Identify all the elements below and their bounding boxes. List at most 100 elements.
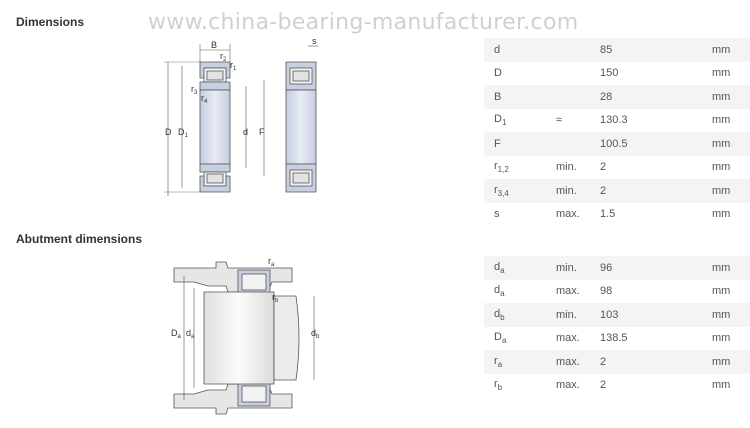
qualifier-cell: max. <box>556 350 600 374</box>
symbol-cell: Da <box>484 327 556 351</box>
value-cell: 100.5 <box>600 132 712 156</box>
table-row: D1 ≈130.3 mm <box>484 109 750 133</box>
symbol-subscript: 3,4 <box>497 188 509 198</box>
symbol-text: D <box>494 113 502 126</box>
unit-cell: mm <box>712 67 731 80</box>
symbol-cell: D <box>484 62 556 86</box>
symbol-subscript: b <box>500 312 505 322</box>
symbol-cell: d <box>484 38 556 62</box>
value-cell: 96 <box>600 256 712 280</box>
value-cell: 28 <box>600 85 712 109</box>
symbol-text: d <box>494 307 501 320</box>
qualifier-cell: max. <box>556 208 580 221</box>
unit-cell: mm <box>712 114 731 127</box>
qualifier-cell: max. <box>556 332 580 345</box>
qualifier-cell: min. <box>556 256 600 280</box>
qualifier-cell <box>556 38 600 62</box>
symbol-text: r <box>494 160 498 173</box>
symbol-subscript: a <box>500 265 505 275</box>
table-row: D 150 mm <box>484 62 750 86</box>
qualifier-cell <box>556 62 600 86</box>
unit-cell: mm <box>712 350 750 374</box>
symbol-subscript: a <box>497 359 503 369</box>
value-cell: 2 <box>600 161 607 174</box>
label-D: D <box>165 127 172 137</box>
unit-cell: mm <box>712 303 750 327</box>
label-Da: Da <box>171 328 182 340</box>
unit-cell: mm <box>712 132 750 156</box>
symbol-cell: r1,2 <box>484 156 556 180</box>
value-cell: 138.5 <box>600 332 628 345</box>
qualifier-cell: ≈ <box>556 114 563 127</box>
abutment-title: Abutment dimensions <box>16 232 143 246</box>
value-cell: 130.3 <box>600 114 628 127</box>
label-r4: r4 <box>201 93 208 105</box>
symbol-cell: F <box>484 132 556 156</box>
symbol-cell: s <box>484 203 556 227</box>
symbol-subscript: 1,2 <box>497 165 509 175</box>
value-cell: 98 <box>600 285 613 298</box>
value-cell: 1.5 <box>600 208 616 221</box>
abutment-drawing: ra rb Da da db <box>171 256 320 415</box>
symbol-cell: db <box>484 303 556 327</box>
symbol-cell: ra <box>484 350 556 374</box>
symbol-cell: da <box>484 256 556 280</box>
symbol-text: r <box>494 183 498 196</box>
symbol-text: D <box>494 331 502 344</box>
qualifier-cell <box>556 85 600 109</box>
unit-cell: mm <box>712 38 750 62</box>
label-B: B <box>211 40 217 50</box>
bearing-cross-section-drawing: B s r2 r1 r3 r4 D D1 d F <box>164 36 318 196</box>
label-ra: ra <box>268 256 275 268</box>
qualifier-cell: min. <box>556 303 600 327</box>
symbol-text: D <box>494 67 502 80</box>
symbol-subscript: 1 <box>501 118 507 128</box>
symbol-cell: da <box>484 280 556 304</box>
unit-cell: mm <box>712 256 750 280</box>
unit-cell: mm <box>712 208 731 221</box>
qualifier-cell: min. <box>556 179 600 203</box>
unit-cell: mm <box>712 379 731 392</box>
unit-cell: mm <box>712 161 731 174</box>
label-da: da <box>186 328 195 340</box>
symbol-subscript: a <box>500 289 505 299</box>
symbol-cell: B <box>484 85 556 109</box>
symbol-subscript: b <box>497 383 503 393</box>
value-cell: 2 <box>600 379 607 392</box>
value-cell: 85 <box>600 38 712 62</box>
label-r2: r2 <box>220 51 227 63</box>
symbol-text: s <box>494 208 500 221</box>
label-F: F <box>259 127 265 137</box>
symbol-text: r <box>494 354 498 367</box>
unit-cell: mm <box>712 179 750 203</box>
value-cell: 150 <box>600 67 619 80</box>
watermark: www.china-bearing-manufacturer.com <box>148 10 579 35</box>
label-d: d <box>243 127 248 137</box>
symbol-text: F <box>494 137 501 150</box>
label-rb: rb <box>272 292 279 304</box>
symbol-text: d <box>494 43 501 56</box>
symbol-subscript: a <box>501 336 507 346</box>
table-row: s max. 1.5 mm <box>484 203 750 227</box>
symbol-text: B <box>494 90 502 103</box>
label-r1: r1 <box>230 60 237 72</box>
unit-cell: mm <box>712 85 750 109</box>
unit-cell: mm <box>712 285 731 298</box>
symbol-text: d <box>494 260 501 273</box>
qualifier-cell: min. <box>556 161 577 174</box>
value-cell: 103 <box>600 303 712 327</box>
unit-cell: mm <box>712 332 731 345</box>
label-s: s <box>312 36 317 46</box>
dimensions-title: Dimensions <box>16 15 85 29</box>
